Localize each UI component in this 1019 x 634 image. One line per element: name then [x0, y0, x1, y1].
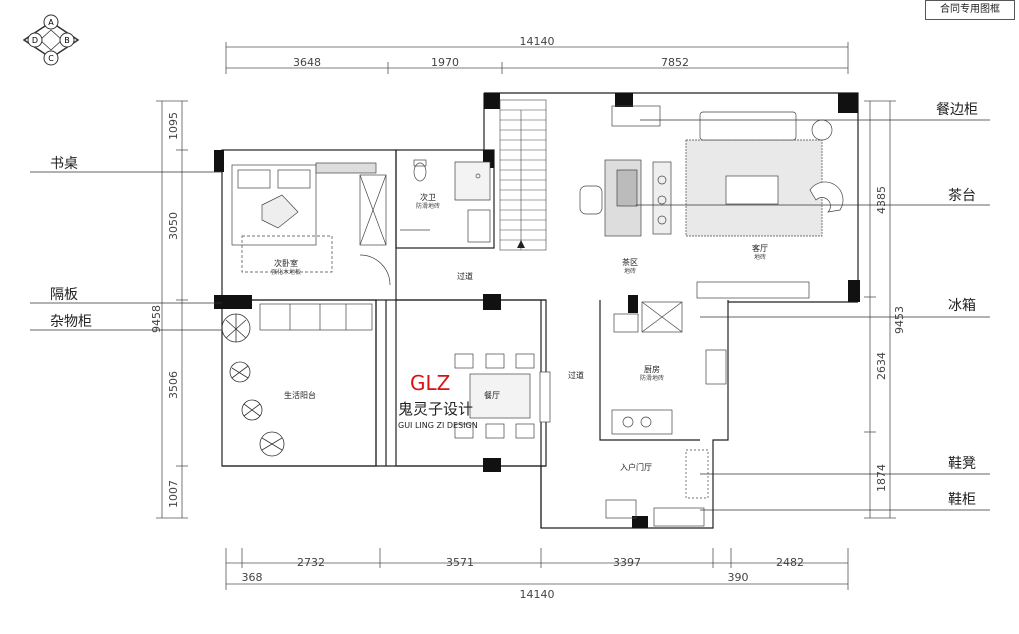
room-second-bath: 次卫: [420, 192, 436, 202]
room-kitchen: 厨房: [644, 364, 660, 374]
dim-bottom-3: 3397: [613, 556, 641, 569]
dining-table: [454, 353, 551, 439]
label-tea-table: 茶台: [948, 188, 976, 204]
dim-top-1: 3648: [293, 56, 321, 69]
label-shoe-cabinet: 鞋柜: [948, 492, 976, 508]
dim-right-3: 1874: [875, 464, 888, 492]
compass-b: B: [64, 36, 70, 45]
dim-bottom-s1: 368: [242, 571, 263, 584]
room-tea-area-floor: 地砖: [624, 267, 636, 275]
watermark-cn: 鬼灵子设计: [398, 400, 473, 418]
dim-bottom-4: 2482: [776, 556, 804, 569]
dim-right-2: 2634: [875, 352, 888, 380]
room-corridor-middle: 过道: [568, 370, 584, 380]
dim-left-1: 1095: [167, 112, 180, 140]
label-fridge: 冰箱: [948, 298, 976, 314]
kitchen-fixtures: [605, 301, 727, 527]
stair-arrow-icon: [517, 240, 525, 248]
plant-icon: [221, 313, 285, 457]
dim-right-total: 9453: [893, 306, 906, 334]
compass-c: C: [48, 54, 54, 63]
callout-lines: [30, 119, 990, 511]
dimension-lines: [156, 42, 896, 590]
structural-columns: [214, 93, 860, 528]
label-storage: 杂物柜: [50, 314, 92, 330]
room-kitchen-floor: 防滑地砖: [640, 374, 664, 382]
dim-bottom-s2: 390: [728, 571, 749, 584]
balcony-cabinets: [259, 303, 373, 331]
bathroom-fixtures: [400, 159, 491, 243]
room-balcony: 生活阳台: [284, 390, 316, 400]
dim-bottom-2: 3571: [446, 556, 474, 569]
room-corridor-upper: 过道: [457, 271, 473, 281]
room-second-bath-floor: 防滑地砖: [416, 202, 440, 210]
dim-top-3: 7852: [661, 56, 689, 69]
compass-d: D: [32, 36, 38, 45]
room-second-bedroom: 次卧室: [274, 258, 298, 268]
label-partition: 隔板: [50, 287, 78, 303]
compass-icon: A B C D: [22, 14, 80, 66]
living-furniture: [579, 105, 844, 299]
room-dining: 餐厅: [484, 391, 500, 400]
room-living-floor: 地砖: [754, 253, 766, 261]
watermark-logo: GLZ: [410, 371, 450, 395]
dim-left-4: 1007: [167, 480, 180, 508]
dim-top-2: 1970: [431, 56, 459, 69]
bedroom-furniture: [231, 162, 391, 286]
dim-right-1: 4385: [875, 186, 888, 214]
room-tea-area: 茶区: [622, 257, 638, 267]
watermark-en: GUI LING ZI DESIGN: [398, 421, 478, 430]
dim-bottom-1: 2732: [297, 556, 325, 569]
label-shoe-bench: 鞋凳: [948, 456, 976, 472]
compass-a: A: [48, 18, 54, 27]
room-entry-hall: 入户门厅: [620, 462, 652, 472]
dim-left-total: 9458: [150, 305, 163, 333]
contract-frame-stamp: 合同专用图框: [925, 0, 1015, 20]
room-second-bedroom-floor: 强化木地板: [271, 268, 301, 276]
dim-left-2: 3050: [167, 212, 180, 240]
label-desk: 书桌: [50, 156, 78, 172]
label-sideboard: 餐边柜: [936, 102, 978, 118]
dim-top-total: 14140: [520, 35, 555, 48]
dim-left-3: 3506: [167, 371, 180, 399]
staircase: [499, 99, 547, 251]
dim-bottom-total: 14140: [520, 588, 555, 601]
room-living: 客厅: [752, 243, 768, 253]
